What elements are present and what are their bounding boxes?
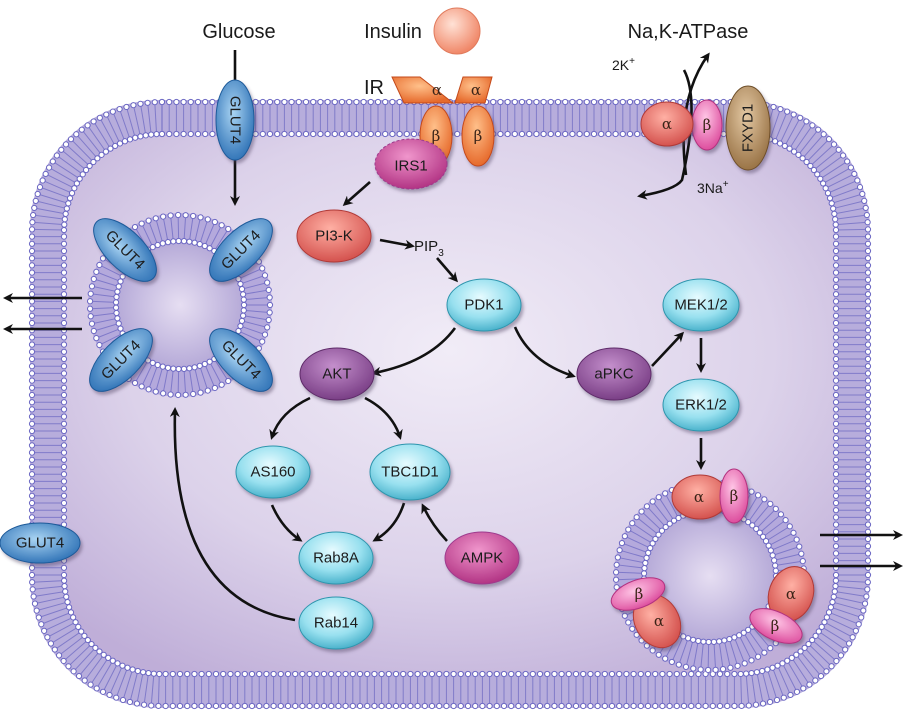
irs1-to-pi3k-arrow	[342, 181, 371, 206]
ir-alpha-left	[391, 76, 455, 104]
vesicle-glut4-top-left: GLUT4	[93, 218, 157, 282]
as160-to-rab8a-arrow	[270, 504, 303, 542]
vesicle-nka-top: α β	[671, 468, 749, 524]
svg-text:β: β	[635, 585, 644, 603]
svg-text:AKT: AKT	[322, 366, 351, 383]
pi3k-to-pip3-arrow	[379, 238, 415, 250]
akt-to-tbc1d1-arrow	[364, 396, 403, 440]
insulin-receptor: IR α α β β	[364, 76, 495, 167]
svg-text:GLUT4: GLUT4	[16, 535, 64, 552]
svg-text:PI3-K: PI3-K	[315, 228, 353, 245]
apkc-to-mek-arrow	[651, 331, 685, 367]
svg-text:Rab14: Rab14	[314, 615, 358, 632]
svg-text:AS160: AS160	[250, 464, 295, 481]
svg-text:MEK1/2: MEK1/2	[674, 297, 727, 314]
rab14-to-vesicle-arrow	[169, 407, 296, 622]
glucose-label: Glucose	[202, 21, 275, 43]
node-apkc: aPKC	[576, 347, 652, 401]
ir-alpha-right	[454, 76, 493, 104]
pip3-label: PIP3	[414, 238, 444, 259]
pip3-to-pdk1-arrow	[436, 257, 458, 283]
k-ion-label: 2K+	[612, 56, 635, 73]
svg-text:β: β	[703, 116, 712, 134]
vesicle-nka-bottom-right: α β	[749, 566, 815, 644]
svg-text:β: β	[474, 127, 483, 145]
svg-text:Rab8A: Rab8A	[313, 550, 359, 567]
nka-alpha	[640, 101, 694, 147]
node-pi3k: PI3-K	[296, 209, 372, 263]
node-mek: MEK1/2	[662, 278, 740, 332]
ir-label: IR	[364, 77, 384, 99]
svg-text:TBC1D1: TBC1D1	[381, 464, 439, 481]
node-pdk1: PDK1	[446, 278, 522, 332]
node-erk: ERK1/2	[662, 378, 740, 432]
arrows	[3, 50, 903, 622]
svg-text:FXYD1: FXYD1	[740, 104, 757, 152]
svg-text:β: β	[730, 487, 739, 505]
glut4-membrane-transporter: GLUT4	[215, 79, 255, 161]
svg-text:AMPK: AMPK	[461, 550, 504, 567]
node-rab8a: Rab8A	[298, 531, 374, 585]
node-ampk: AMPK	[444, 531, 520, 585]
svg-text:α: α	[662, 115, 672, 133]
na-k-atpase-complex: FXYD1 β α	[640, 85, 771, 171]
node-irs1: IRS1	[374, 138, 448, 190]
ir-beta-right	[461, 105, 495, 167]
pdk1-to-apkc-arrow	[513, 326, 576, 379]
nka-fxyd1	[725, 85, 771, 171]
svg-text:β: β	[771, 617, 780, 635]
svg-text:IRS1: IRS1	[394, 158, 427, 175]
node-rab14: Rab14	[298, 596, 374, 650]
pdk1-to-akt-arrow	[371, 327, 457, 377]
svg-text:PDK1: PDK1	[464, 297, 503, 314]
svg-text:α: α	[432, 81, 442, 99]
na-ion-out-arrow	[682, 52, 710, 176]
svg-text:β: β	[432, 127, 441, 145]
svg-text:α: α	[786, 585, 796, 603]
akt-to-as160-arrow	[269, 396, 311, 440]
svg-text:α: α	[694, 488, 704, 506]
insulin-molecule	[433, 7, 481, 55]
svg-text:α: α	[471, 81, 481, 99]
node-tbc1d1: TBC1D1	[369, 443, 451, 501]
na-k-atpase-label: Na,K-ATPase	[628, 21, 749, 43]
svg-text:GLUT4: GLUT4	[227, 96, 244, 144]
node-as160: AS160	[235, 445, 311, 499]
na-ion-label: 3Na+	[697, 179, 729, 196]
membrane-glut4-left: GLUT4	[0, 522, 81, 564]
svg-text:ERK1/2: ERK1/2	[675, 397, 727, 414]
ampk-to-tbc1d1-arrow	[421, 503, 448, 542]
svg-text:α: α	[654, 612, 664, 630]
insulin-label: Insulin	[364, 21, 422, 43]
node-akt: AKT	[299, 347, 375, 401]
tbc1d1-to-rab8a-arrow	[372, 502, 406, 542]
svg-text:aPKC: aPKC	[594, 366, 633, 383]
vesicle-nka-bottom-left: α β	[610, 577, 682, 649]
